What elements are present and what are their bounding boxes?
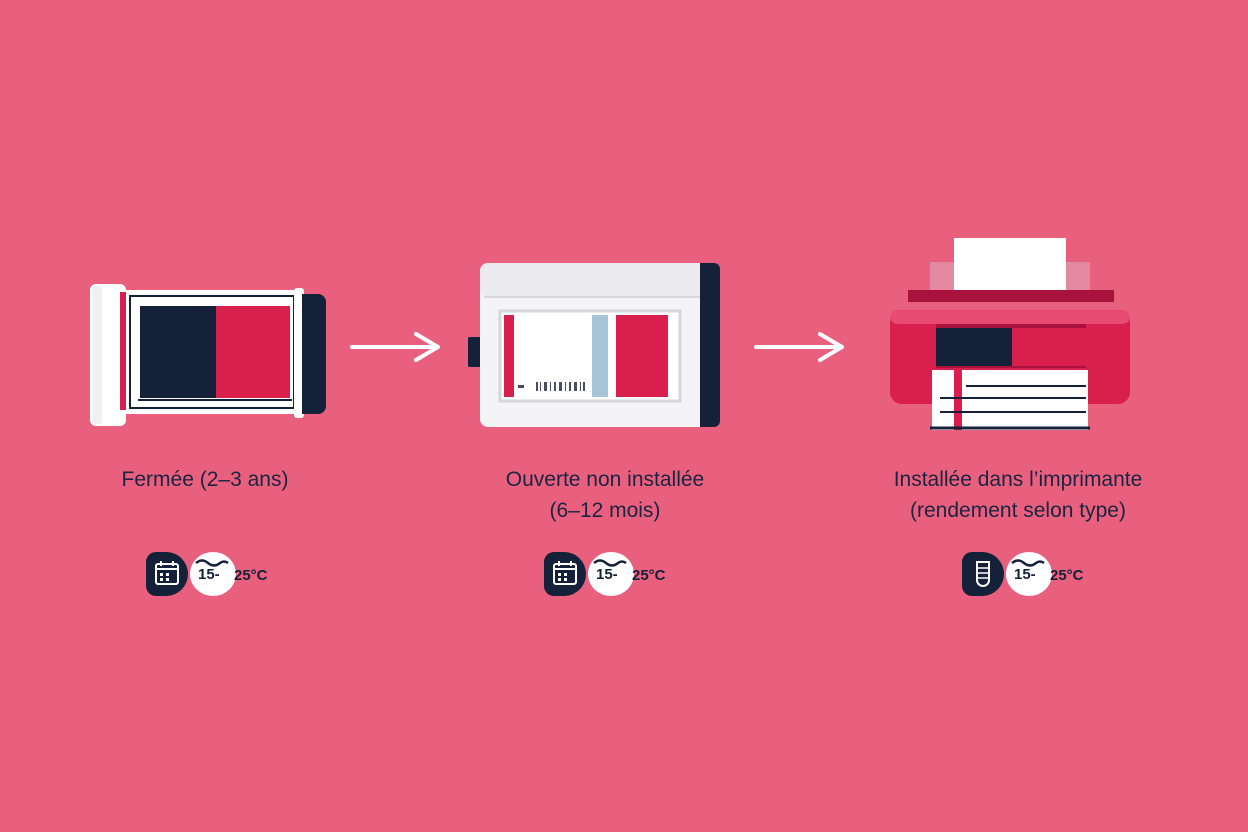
thermometer-badge [190,552,236,596]
closed-cartridge-illustration [90,284,326,426]
storage-badge-closed: 15- 25°C [146,552,286,602]
ink-level-icon [962,552,1004,596]
stage-label-line: Installée dans l’imprimante [893,468,1143,491]
storage-badge-installed: 15- 25°C [962,552,1102,602]
stage-label-closed: Fermée (2–3 ans) [60,464,350,495]
stage-installed [880,230,1140,440]
opened-cartridge-illustration [468,263,720,427]
temp-max: 25°C [1050,567,1084,584]
stage-label-line: Fermée (2–3 ans) [121,468,289,491]
arrow-right-icon [350,332,440,362]
stage-label-installed: Installée dans l’imprimante (rendement s… [850,464,1186,526]
stage-opened [460,255,735,435]
temp-min: 15- [1014,566,1036,583]
stage-label-line: (rendement selon type) [910,499,1126,522]
thermometer-badge [588,552,634,596]
temp-max: 25°C [234,567,268,584]
calendar-icon [146,552,188,596]
temp-min: 15- [596,566,618,583]
temp-max: 25°C [632,567,666,584]
temp-min: 15- [198,566,220,583]
printer-illustration [890,238,1130,430]
storage-badge-opened: 15- 25°C [544,552,684,602]
stage-label-line: (6–12 mois) [549,499,661,522]
stage-closed [80,270,340,440]
stage-label-opened: Ouverte non installée (6–12 mois) [450,464,760,526]
calendar-icon [544,552,586,596]
arrow-right-icon [754,332,844,362]
thermometer-badge [1006,552,1052,596]
stage-label-line: Ouverte non installée [505,468,705,491]
